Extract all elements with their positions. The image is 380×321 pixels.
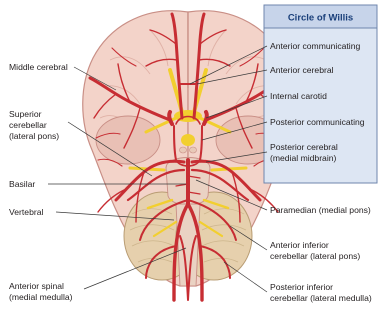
label-vertebral: Vertebral [9, 207, 43, 217]
label-posterior-inferior-cerebellar-line1: Posterior inferior [270, 282, 333, 292]
label-posterior-inferior-cerebellar-line2: cerebellar (lateral medulla) [270, 293, 372, 303]
label-posterior-cerebral-line2: (medial midbrain) [270, 153, 337, 163]
left-labels: Middle cerebral Superior cerebellar (lat… [9, 62, 73, 302]
label-anterior-spinal-line1: Anterior spinal [9, 281, 64, 291]
right-mammillary-body [190, 147, 197, 153]
label-superior-cerebellar-line3: (lateral pons) [9, 131, 59, 141]
label-anterior-spinal-line2: (medial medulla) [9, 292, 73, 302]
label-posterior-communicating: Posterior communicating [270, 117, 365, 127]
label-superior-cerebellar-line2: cerebellar [9, 120, 47, 130]
label-middle-cerebral: Middle cerebral [9, 62, 68, 72]
pituitary-stalk [181, 134, 195, 146]
brain-illustration [83, 11, 294, 286]
label-paramedian: Paramedian (medial pons) [270, 205, 371, 215]
label-anterior-inferior-cerebellar-line1: Anterior inferior [270, 240, 329, 250]
label-superior-cerebellar-line1: Superior [9, 109, 42, 119]
label-anterior-communicating: Anterior communicating [270, 41, 360, 51]
label-internal-carotid: Internal carotid [270, 91, 327, 101]
label-posterior-cerebral-line1: Posterior cerebral [270, 142, 338, 152]
left-mammillary-body [180, 147, 187, 153]
label-anterior-inferior-cerebellar-line2: cerebellar (lateral pons) [270, 251, 360, 261]
label-basilar: Basilar [9, 179, 35, 189]
medulla [176, 204, 200, 286]
legend-title: Circle of Willis [288, 13, 353, 24]
label-anterior-cerebral: Anterior cerebral [270, 65, 334, 75]
